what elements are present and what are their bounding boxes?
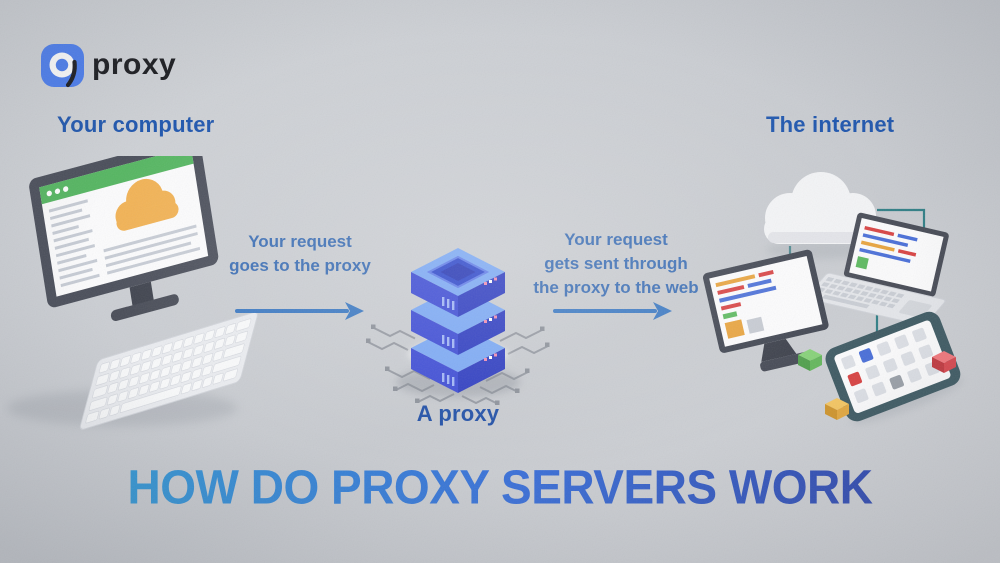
data-cube-green (798, 349, 822, 371)
label-your-computer: Your computer (57, 112, 215, 137)
monitor (29, 156, 219, 321)
arrow-right-icon (553, 302, 672, 320)
page-title: HOW DO PROXY SERVERS WORK (0, 459, 1000, 515)
arrow-right-icon (235, 302, 364, 320)
proxy-logo-icon (41, 44, 84, 88)
brand-logo: proxy (38, 40, 176, 90)
brand-name: proxy (92, 48, 177, 81)
label-the-internet: The internet (766, 112, 895, 137)
cloud-network-illustration (702, 172, 964, 424)
label-a-proxy: A proxy (416, 401, 500, 426)
flow-step-1-text: Your request goes to the proxy (229, 232, 371, 276)
